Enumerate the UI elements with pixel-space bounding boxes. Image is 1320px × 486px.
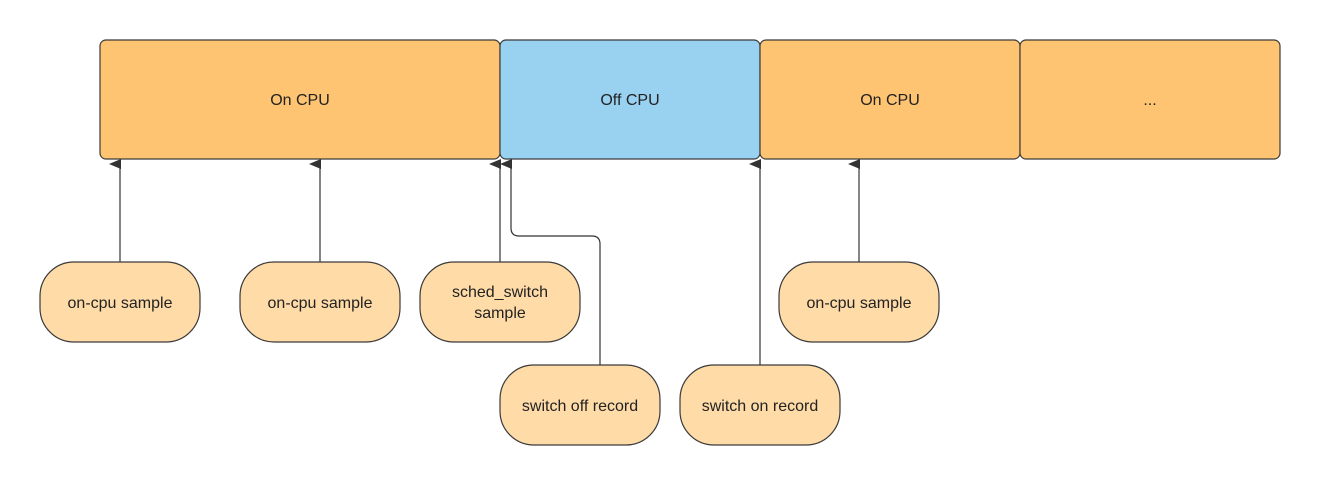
event-box [499,364,661,446]
timeline-segment-on-cpu-1: On CPU [99,39,501,160]
segment-box [1019,39,1281,160]
events: on-cpu sample on-cpu sample sched_switch… [39,261,940,446]
event-sched-switch-sample: sched_switch sample [419,261,581,343]
event-switch-off-record: switch off record [499,364,661,446]
timeline-segment-ellipsis: ... [1019,39,1281,160]
event-switch-on-record: switch on record [679,364,841,446]
timeline-segment-off-cpu: Off CPU [499,39,761,160]
event-box [679,364,841,446]
event-label-line-1: sched_switch [452,284,548,301]
event-label: switch on record [702,398,819,415]
connectors [109,159,860,365]
event-box [239,261,401,343]
segment-label: On CPU [860,92,920,109]
segment-label: ... [1143,92,1156,109]
event-box [778,261,940,343]
event-on-cpu-sample-2: on-cpu sample [239,261,401,343]
timeline: On CPU Off CPU On CPU ... [99,39,1281,160]
event-label: switch off record [522,398,638,415]
event-label-line-2: sample [474,305,526,322]
segment-label: On CPU [270,92,330,109]
event-box [419,261,581,343]
arrow-ev-4-to-seg-2 [500,159,601,365]
event-label: on-cpu sample [807,295,912,312]
event-box [39,261,201,343]
timeline-segment-on-cpu-2: On CPU [759,39,1021,160]
event-label: on-cpu sample [268,295,373,312]
event-label: on-cpu sample [68,295,173,312]
segment-label: Off CPU [600,92,659,109]
event-on-cpu-sample-3: on-cpu sample [778,261,940,343]
event-on-cpu-sample-1: on-cpu sample [39,261,201,343]
